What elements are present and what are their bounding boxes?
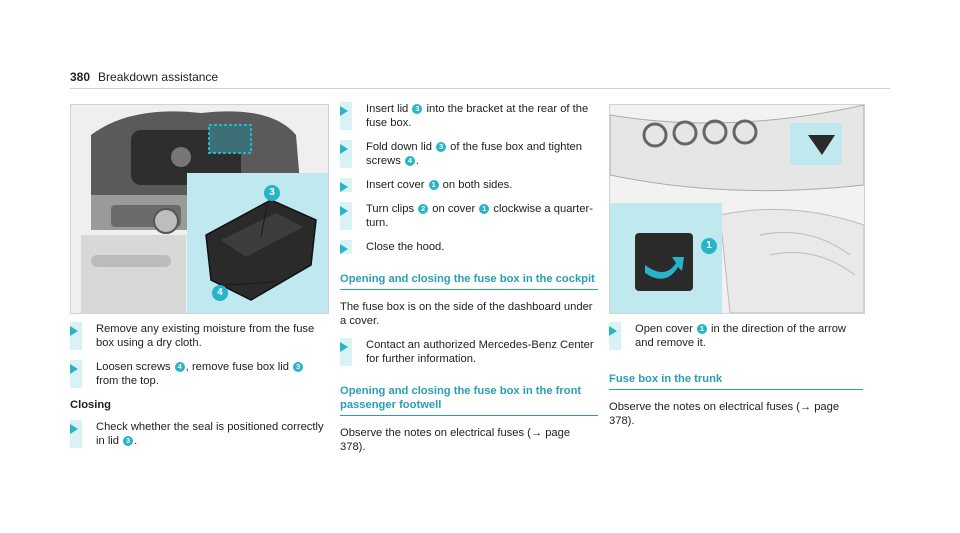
step-text: clockwise a quarter-turn. [366, 203, 593, 229]
step-text: on both sides. [439, 179, 513, 191]
step-open-cover: Open cover 1 in the direction of the arr… [609, 322, 863, 350]
step-text: Remove any existing moisture from the fu… [96, 323, 315, 349]
section-heading-cockpit: Opening and closing the fuse box in the … [340, 272, 598, 290]
paragraph-trunk: Observe the notes on electrical fuses (→… [609, 401, 840, 427]
callout-2: 2 [418, 204, 429, 214]
step-text: Loosen screws [96, 361, 174, 373]
step-fold-down-lid: Fold down lid 3 of the fuse box and tigh… [340, 140, 598, 168]
step-loosen-screws: Loosen screws 4, remove fuse box lid 3 f… [70, 360, 328, 388]
page-number: 380 [70, 70, 91, 84]
engine-bay-figure: 3 4 [70, 104, 329, 314]
step-text: from the top. [96, 375, 159, 387]
paragraph-cockpit: The fuse box is on the side of the dashb… [340, 301, 593, 327]
step-text: Turn clips [366, 203, 418, 215]
callout-4: 4 [174, 362, 185, 372]
step-text: . [134, 435, 138, 447]
step-arrow-icon [609, 326, 617, 336]
engine-bay-illustration [71, 105, 328, 313]
page-header: 380 Breakdown assistance [70, 70, 218, 84]
column-right: Open cover 1 in the direction of the arr… [609, 322, 863, 438]
step-text: Close the hood. [366, 241, 445, 253]
callout-4: 4 [404, 156, 415, 166]
step-arrow-icon [340, 144, 348, 154]
section-heading-trunk: Fuse box in the trunk [609, 372, 863, 390]
step-close-hood: Close the hood. [340, 240, 598, 254]
step-text: on cover [429, 203, 479, 215]
page-section-title: Breakdown assistance [98, 70, 219, 84]
step-text: in the direction of the arrow and remove… [635, 323, 847, 349]
header-divider [70, 88, 890, 89]
step-text: Check whether the seal is positioned cor… [96, 421, 324, 447]
step-arrow-icon [340, 206, 348, 216]
step-text: Fold down lid [366, 141, 436, 153]
callout-3: 3 [436, 142, 447, 152]
step-contact-center: Contact an authorized Mercedes-Benz Cent… [340, 338, 598, 366]
step-arrow-icon [70, 364, 78, 374]
step-arrow-icon [340, 182, 348, 192]
step-text: Insert cover [366, 179, 428, 191]
step-text: Contact an authorized Mercedes-Benz Cent… [366, 339, 594, 365]
column-middle: Insert lid 3 into the bracket at the rea… [340, 102, 598, 464]
cockpit-cover-figure: 1 [609, 104, 865, 314]
step-insert-cover: Insert cover 1 on both sides. [340, 178, 598, 192]
callout-3: 3 [123, 436, 134, 446]
callout-1: 1 [701, 238, 717, 254]
cockpit-illustration [610, 105, 864, 313]
callout-3: 3 [264, 185, 280, 201]
step-check-seal: Check whether the seal is positioned cor… [70, 420, 328, 448]
paragraph-footwell: Observe the notes on electrical fuses (→… [340, 427, 571, 453]
step-insert-lid: Insert lid 3 into the bracket at the rea… [340, 102, 598, 130]
step-arrow-icon [340, 342, 348, 352]
step-arrow-icon [340, 244, 348, 254]
callout-3: 3 [412, 104, 423, 114]
section-heading-footwell: Opening and closing the fuse box in the … [340, 384, 598, 416]
callout-1: 1 [428, 180, 439, 190]
step-arrow-icon [70, 424, 78, 434]
step-turn-clips: Turn clips 2 on cover 1 clockwise a quar… [340, 202, 598, 230]
step-text: into the bracket at the rear of the fuse… [366, 103, 589, 129]
step-arrow-icon [340, 106, 348, 116]
callout-1: 1 [696, 324, 707, 334]
step-remove-moisture: Remove any existing moisture from the fu… [70, 322, 328, 350]
step-arrow-icon [70, 326, 78, 336]
step-text: Insert lid [366, 103, 412, 115]
callout-1: 1 [479, 204, 490, 214]
column-left: Remove any existing moisture from the fu… [70, 322, 328, 458]
callout-3: 3 [293, 362, 304, 372]
step-text: . [415, 155, 420, 167]
callout-4: 4 [212, 285, 228, 301]
closing-heading: Closing [70, 399, 112, 411]
step-text: of the fuse box and tighten screws [366, 141, 583, 167]
step-text: , remove fuse box lid [185, 361, 293, 373]
step-text: Open cover [635, 323, 696, 335]
